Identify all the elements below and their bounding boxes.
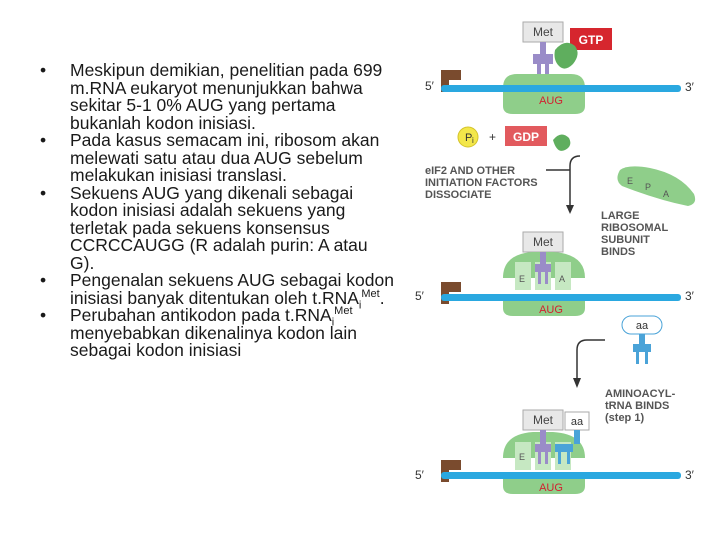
aug-codon-3: AUG: [539, 482, 563, 494]
aa-trna-body: [633, 344, 651, 364]
site-e-3: E: [519, 452, 525, 462]
arrow-2-head: [573, 378, 581, 388]
pi-sub: i: [472, 136, 474, 145]
bullet-text: Sekuens AUG yang dikenali sebagai kodon …: [70, 182, 368, 273]
bullet-dot: •: [40, 270, 47, 290]
subscript: i: [331, 316, 335, 329]
five-prime-label-3: 5′: [415, 468, 425, 482]
bullet-text: Meskipun demikian, penelitian pada 699 m…: [70, 60, 383, 133]
large-subunit-incoming: [617, 166, 696, 206]
bullet-dot: •: [40, 182, 47, 203]
small-subunit-2: [503, 298, 585, 316]
e-site-3: [515, 442, 531, 470]
aa-trna-stem: [639, 334, 645, 344]
aa-text: aa: [571, 416, 584, 428]
bullet-item: • Sekuens AUG yang dikenali sebagai kodon…: [40, 182, 395, 273]
five-prime-label-2: 5′: [415, 289, 425, 303]
subscript: i: [358, 299, 362, 311]
trna-stem-2: [540, 252, 546, 264]
pi-text: P: [465, 132, 472, 144]
superscript: Met: [361, 287, 380, 300]
five-prime-label: 5′: [425, 79, 435, 93]
arrow-1: [569, 155, 581, 206]
figure-graphics: Met GTP 5′ 3′ AUG P i + GDP E P: [415, 21, 696, 494]
gdp-box: [505, 126, 547, 146]
aa-trna-body-3: [555, 444, 573, 464]
bullet-dot: •: [40, 130, 47, 150]
a-site: [555, 262, 571, 290]
trna-stem: [540, 42, 546, 54]
plus-sign: +: [489, 130, 496, 144]
mrna-strand: [441, 85, 681, 92]
bullet-dot: •: [40, 305, 47, 325]
three-prime-label-3: 3′: [685, 468, 695, 482]
gtp-box: [570, 28, 612, 50]
bullet-item: • Perubahan antikodon pada t.RNAiMet meny…: [40, 305, 395, 360]
released-factor: [553, 134, 571, 151]
three-prime-label-2: 3′: [685, 289, 695, 303]
bullet-dot: •: [40, 60, 47, 80]
large-subunit-label: LARGE RIBOSOMAL SUBUNIT BINDS: [601, 210, 669, 258]
bullet-text-before: Perubahan antikodon pada t.RNA: [70, 305, 332, 325]
small-subunit-3: [503, 476, 585, 494]
aug-codon-2: AUG: [539, 304, 563, 316]
site-p-incoming: P: [645, 182, 651, 192]
arrow-2: [576, 339, 605, 380]
aa-text-incoming: aa: [636, 320, 649, 332]
e-site: [515, 262, 531, 290]
small-subunit-lower: [503, 92, 585, 114]
eif2-factor: [554, 42, 578, 69]
bullet-text: Pada kasus semacam ini, ribosom akan mel…: [70, 130, 380, 185]
met-text: Met: [533, 25, 554, 39]
gtp-text: GTP: [579, 33, 604, 47]
trna-body-3: [535, 444, 551, 464]
superscript: Met: [334, 305, 353, 318]
mrna-strand-3: [441, 472, 681, 479]
site-e-incoming: E: [627, 176, 633, 186]
aug-codon: AUG: [539, 95, 563, 107]
three-prime-label: 3′: [685, 80, 695, 94]
bullet-item: • Pada kasus semacam ini, ribosom akan me…: [40, 130, 395, 185]
bullet-text-after: .: [379, 287, 385, 308]
translation-initiation-figure: Met GTP 5′ 3′ AUG P i + GDP E P: [405, 0, 720, 540]
mrna-strand-2: [441, 294, 681, 301]
bullet-item: • Meskipun demikian, penelitian pada 699 …: [40, 60, 395, 133]
bullet-text-before: Pengenalan sekuens AUG sebagai kodon ini…: [70, 270, 394, 308]
bullet-item: • Pengenalan sekuens AUG sebagai kodon in…: [40, 270, 395, 310]
site-a: A: [559, 274, 565, 284]
aminoacyl-trna-label: AMINOACYL- tRNA BINDS (step 1): [605, 388, 676, 424]
site-a-incoming: A: [663, 189, 669, 199]
bullet-list: • Meskipun demikian, penelitian pada 699 …: [40, 60, 395, 360]
eif2-dissociate-label: eIF2 AND OTHER INITIATION FACTORS DISSOC…: [425, 165, 538, 201]
trna-body-2: [535, 264, 551, 284]
trna-body: [533, 54, 553, 76]
site-e: E: [519, 274, 525, 284]
met-text-3: Met: [533, 413, 554, 427]
aa-trna-stem-3: [574, 430, 580, 444]
arrow-1-head: [566, 205, 574, 214]
pi-circle: [457, 126, 479, 148]
gdp-text: GDP: [513, 130, 539, 144]
met-text-2: Met: [533, 235, 554, 249]
bullet-text-after: menyebabkan dikenalinya kodon lain sebag…: [70, 322, 358, 360]
trna-stem-3: [540, 430, 546, 444]
